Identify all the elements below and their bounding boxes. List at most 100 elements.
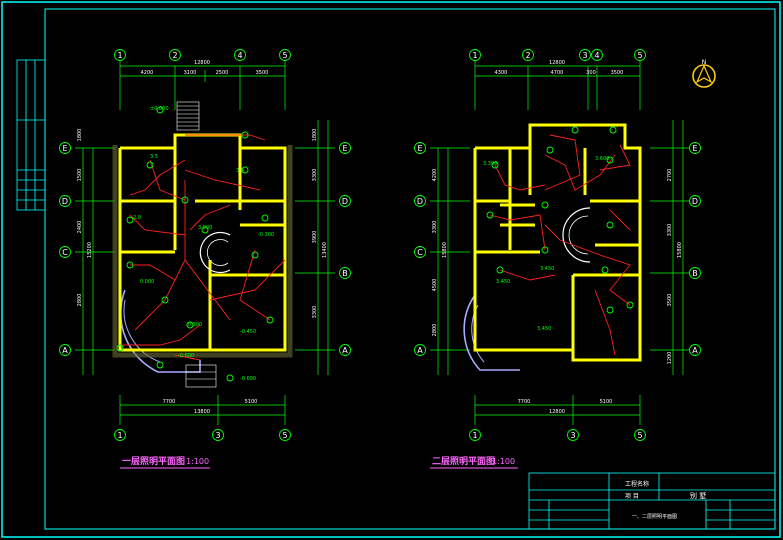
axis-label: 3 — [215, 431, 220, 440]
dim-text: 3300 — [667, 224, 673, 237]
dim-text: 1500 — [77, 169, 83, 182]
axis-label: D — [417, 197, 423, 206]
room-label: -0.450 — [240, 329, 256, 335]
walls-first-floor — [118, 133, 287, 352]
inner-border — [44, 8, 776, 530]
dim-text: 2800 — [432, 324, 438, 337]
axis-label: E — [62, 144, 67, 153]
axis-label: 5 — [637, 431, 642, 440]
plan-scale: 1:100 — [186, 457, 209, 466]
room-label: 3.5 — [150, 154, 158, 160]
title-block-project-label: 工程名称 — [625, 480, 649, 488]
plan-title: 一层照明平面图 — [122, 456, 185, 467]
dim-text: 3300 — [312, 169, 318, 182]
title-block-item-label: 项 目 — [625, 493, 639, 500]
axis-label: E — [342, 144, 347, 153]
axis-label: 5 — [637, 51, 642, 60]
axis-label: 2 — [525, 51, 530, 60]
title-block-item-value: 别 墅 — [690, 491, 706, 500]
axis-bubbles-top — [59, 49, 351, 441]
dim-text: 7700 — [518, 399, 531, 405]
dim-text: 4200 — [141, 70, 154, 76]
dim-text: 12800 — [194, 60, 210, 66]
room-label: 3.450 — [537, 326, 551, 332]
dim-text: 3100 — [184, 70, 197, 76]
room-label: 2.0 — [133, 215, 141, 221]
dim-text: 7700 — [163, 399, 176, 405]
wiring-first-floor — [120, 134, 286, 361]
axis-label: B — [692, 269, 698, 278]
first-floor-lighting-plan: 1 2 4 5 1 3 5 E D C A E D B A 12800 4200… — [59, 49, 351, 469]
axis-label: 1 — [117, 51, 122, 60]
axis-label: 4 — [594, 51, 599, 60]
dim-text: 2700 — [667, 169, 673, 182]
dim-text: 12800 — [549, 409, 565, 415]
dim-text: 4300 — [495, 70, 508, 76]
room-label: -0.600 — [240, 376, 256, 382]
axis-label: B — [342, 269, 348, 278]
dim-text: 3500 — [256, 70, 269, 76]
dim-text: 12800 — [549, 60, 565, 66]
axis-label: 1 — [472, 431, 477, 440]
room-label: 3.450 — [496, 279, 510, 285]
dim-text: 13400 — [322, 242, 328, 258]
room-label: 3.450 — [540, 266, 554, 272]
axis-label: 3 — [570, 431, 575, 440]
axis-label: 2 — [172, 51, 177, 60]
dim-text: 15200 — [87, 242, 93, 258]
dim-text: 3300 — [432, 221, 438, 234]
room-label: -0.300 — [258, 232, 274, 238]
dim-text: 15800 — [677, 242, 683, 258]
room-label: 3.000 — [198, 225, 212, 231]
plan-title: 二层照明平面图 — [432, 456, 495, 467]
axis-label: A — [342, 346, 348, 355]
axis-label: D — [342, 197, 348, 206]
room-label: 0.000 — [140, 279, 154, 285]
axis-label: C — [62, 248, 68, 257]
axis-label: D — [62, 197, 68, 206]
light-fixtures-first — [116, 106, 274, 382]
entry-stairs — [176, 101, 200, 131]
dim-text: 2800 — [77, 294, 83, 307]
room-label: -0.300 — [186, 322, 202, 328]
spiral-stair — [562, 207, 591, 263]
dim-text: 5100 — [245, 399, 258, 405]
room-label: 3.6 — [236, 168, 244, 174]
dim-text: 1800 — [77, 129, 83, 142]
bay-window — [463, 294, 520, 371]
axis-label: 5 — [282, 51, 287, 60]
axis-label: A — [417, 346, 423, 355]
axis-label: D — [692, 197, 698, 206]
title-block — [528, 472, 776, 530]
dim-text: 3500 — [611, 70, 624, 76]
walls-second-floor — [473, 123, 642, 362]
plan-scale: 1:100 — [492, 457, 515, 466]
dim-text: 5100 — [600, 399, 613, 405]
north-arrow-icon: N — [692, 59, 716, 88]
title-block-drawing-name: 一、二层照明平面图 — [632, 514, 677, 520]
axis-label: 1 — [117, 431, 122, 440]
axis-label: 5 — [282, 431, 287, 440]
dim-text: 13800 — [194, 409, 210, 415]
axis-label: A — [62, 346, 68, 355]
axis-label: C — [417, 248, 423, 257]
dim-text: 4200 — [432, 169, 438, 182]
dim-text: 4500 — [432, 279, 438, 292]
room-label: ±0.000 — [150, 106, 169, 112]
axis-label: E — [417, 144, 422, 153]
dim-text: 4700 — [551, 70, 564, 76]
axis-label: 1 — [472, 51, 477, 60]
axis-label: 4 — [237, 51, 242, 60]
second-floor-lighting-plan: 1 2 3 4 5 1 3 5 E D C A E D B A 12800 43… — [414, 49, 701, 469]
dim-text: 1800 — [312, 129, 318, 142]
axis-label: 3 — [582, 51, 587, 60]
axis-label: E — [692, 144, 697, 153]
dim-text: 15800 — [442, 242, 448, 258]
room-label: 3.300 — [483, 161, 497, 167]
dim-text: 2400 — [77, 221, 83, 234]
room-label: 3.600 — [595, 156, 609, 162]
room-label: -0.600 — [178, 353, 194, 359]
dim-text: 300 — [586, 70, 596, 76]
dim-text: 3500 — [667, 294, 673, 307]
